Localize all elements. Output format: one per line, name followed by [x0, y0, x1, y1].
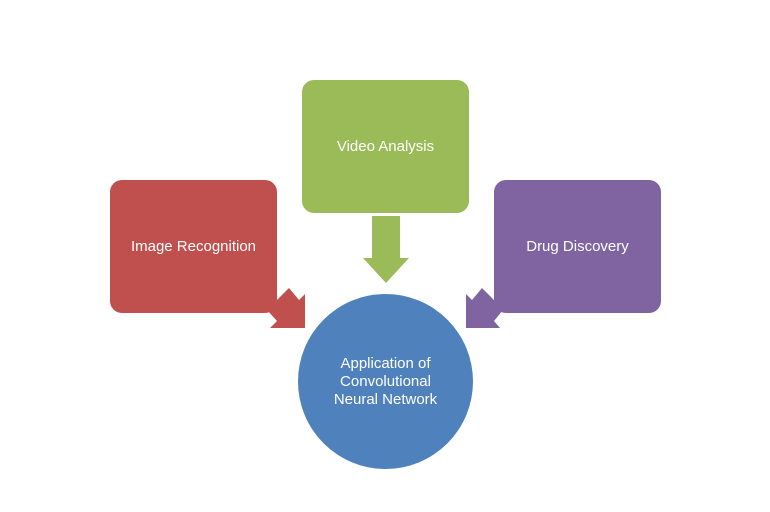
arrow-image-to-center	[267, 288, 305, 328]
image-recognition-node: Image Recognition	[110, 180, 277, 313]
arrow-drug-to-center	[466, 288, 503, 328]
center-label: Application of Convolutional Neural Netw…	[333, 354, 438, 408]
center-node: Application of Convolutional Neural Netw…	[298, 294, 473, 469]
arrow-video-to-center	[363, 216, 409, 283]
drug-discovery-node: Drug Discovery	[494, 180, 661, 313]
drug-discovery-label: Drug Discovery	[526, 238, 629, 255]
image-recognition-label: Image Recognition	[130, 238, 257, 255]
video-analysis-label: Video Analysis	[336, 138, 435, 155]
video-analysis-node: Video Analysis	[302, 80, 469, 213]
